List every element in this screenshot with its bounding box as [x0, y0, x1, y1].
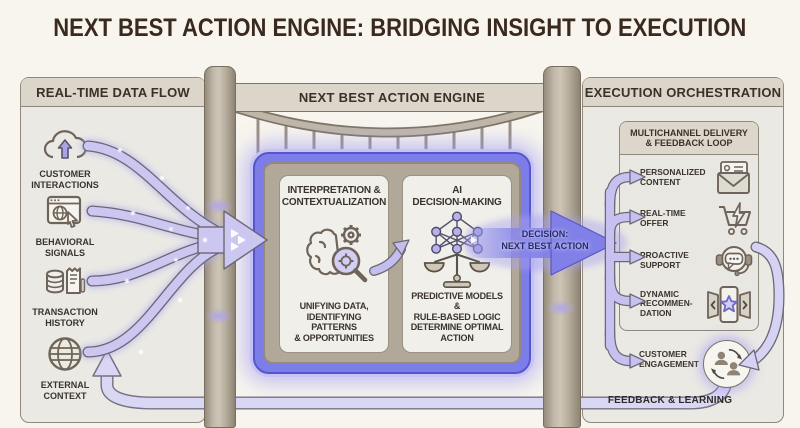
pillar-glow: [204, 308, 234, 324]
flow-item-external-context: EXTERNAL CONTEXT: [10, 335, 120, 401]
feedback-learning-label: FEEDBACK & LEARNING: [607, 395, 733, 406]
delivery-item-label: PERSONALIZED CONTENT: [640, 167, 706, 187]
delivery-item-label: PROACTIVE SUPPORT: [640, 250, 689, 270]
decision-badge: DECISION: NEXT BEST ACTION: [492, 229, 598, 252]
pillar-glow: [204, 198, 234, 214]
flow-item-customer-interactions: CUSTOMER INTERACTIONS: [10, 128, 120, 190]
interpretation-card: INTERPRETATION & CONTEXTUALIZATION: [279, 175, 389, 353]
globe-icon: [48, 337, 82, 371]
delivery-item-dynamic-recommendation: DYNAMIC RECOMMEN- DATION: [626, 282, 754, 326]
coins-receipt-icon: [46, 267, 86, 294]
delivery-item-label: REAL-TIME OFFER: [640, 208, 686, 228]
page-title: NEXT BEST ACTION ENGINE: BRIDGING INSIGH…: [53, 14, 747, 42]
left-panel-header: REAL-TIME DATA FLOW: [21, 78, 205, 107]
execution-orchestration-panel: EXECUTION ORCHESTRATION MULTICHANNEL DEL…: [582, 77, 784, 423]
engine-inner-frame: INTERPRETATION & CONTEXTUALIZATION: [263, 162, 521, 364]
delivery-item-realtime-offer: REAL-TIME OFFER: [626, 199, 754, 239]
next-best-action-engine-box: INTERPRETATION & CONTEXTUALIZATION: [253, 152, 531, 374]
card-subtitle: PREDICTIVE MODELS & RULE-BASED LOGIC DET…: [410, 290, 504, 343]
flow-item-label: CUSTOMER INTERACTIONS: [31, 169, 99, 190]
delivery-item-personalized-content: PERSONALIZED CONTENT: [626, 158, 754, 198]
neural-scales-icon: [423, 211, 491, 288]
customer-engagement-label: CUSTOMER ENGAGEMENT: [639, 349, 700, 369]
delivery-item-proactive-support: PROACTIVE SUPPORT: [626, 241, 754, 281]
people-cycle-icon: [710, 348, 743, 380]
decision-line1: DECISION:: [521, 229, 569, 239]
delivery-item-label: DYNAMIC RECOMMEN- DATION: [640, 288, 693, 318]
decision-line2: NEXT BEST ACTION: [501, 240, 589, 251]
delivery-box-header: MULTICHANNEL DELIVERY & FEEDBACK LOOP: [620, 122, 758, 155]
support-bot-icon: [715, 246, 753, 277]
right-panel-header: EXECUTION ORCHESTRATION: [583, 78, 783, 107]
flow-item-label: EXTERNAL CONTEXT: [40, 380, 90, 401]
flow-item-label: BEHAVIORAL SIGNALS: [35, 237, 95, 258]
carousel-star-icon: [707, 285, 751, 324]
browser-cursor-icon: [46, 195, 82, 228]
engine-header: NEXT BEST ACTION ENGINE: [206, 83, 578, 112]
ai-decision-card: AI DECISION-MAKING: [402, 175, 512, 353]
card-title: AI DECISION-MAKING: [412, 185, 502, 208]
flow-item-transaction-history: TRANSACTION HISTORY: [10, 264, 120, 328]
left-bridge-pillar: [204, 66, 236, 428]
realtime-data-flow-panel: REAL-TIME DATA FLOW CUSTOMER INTERACTION…: [20, 77, 206, 423]
pillar-glow: [546, 300, 576, 316]
envelope-profile-icon: [717, 161, 750, 194]
flow-item-behavioral-signals: BEHAVIORAL SIGNALS: [10, 194, 120, 258]
customer-engagement-circle: [703, 340, 751, 388]
bridge-hangers: [256, 115, 512, 156]
brain-analysis-icon: [306, 225, 368, 283]
multichannel-delivery-box: MULTICHANNEL DELIVERY & FEEDBACK LOOP PE…: [619, 121, 759, 331]
flow-item-label: TRANSACTION HISTORY: [32, 307, 98, 328]
card-title: INTERPRETATION & CONTEXTUALIZATION: [281, 185, 387, 208]
card-subtitle: UNIFYING DATA, IDENTIFYING PATTERNS & OP…: [294, 301, 374, 343]
cloud-upload-icon: [43, 130, 88, 159]
cart-lightning-icon: [719, 202, 752, 235]
